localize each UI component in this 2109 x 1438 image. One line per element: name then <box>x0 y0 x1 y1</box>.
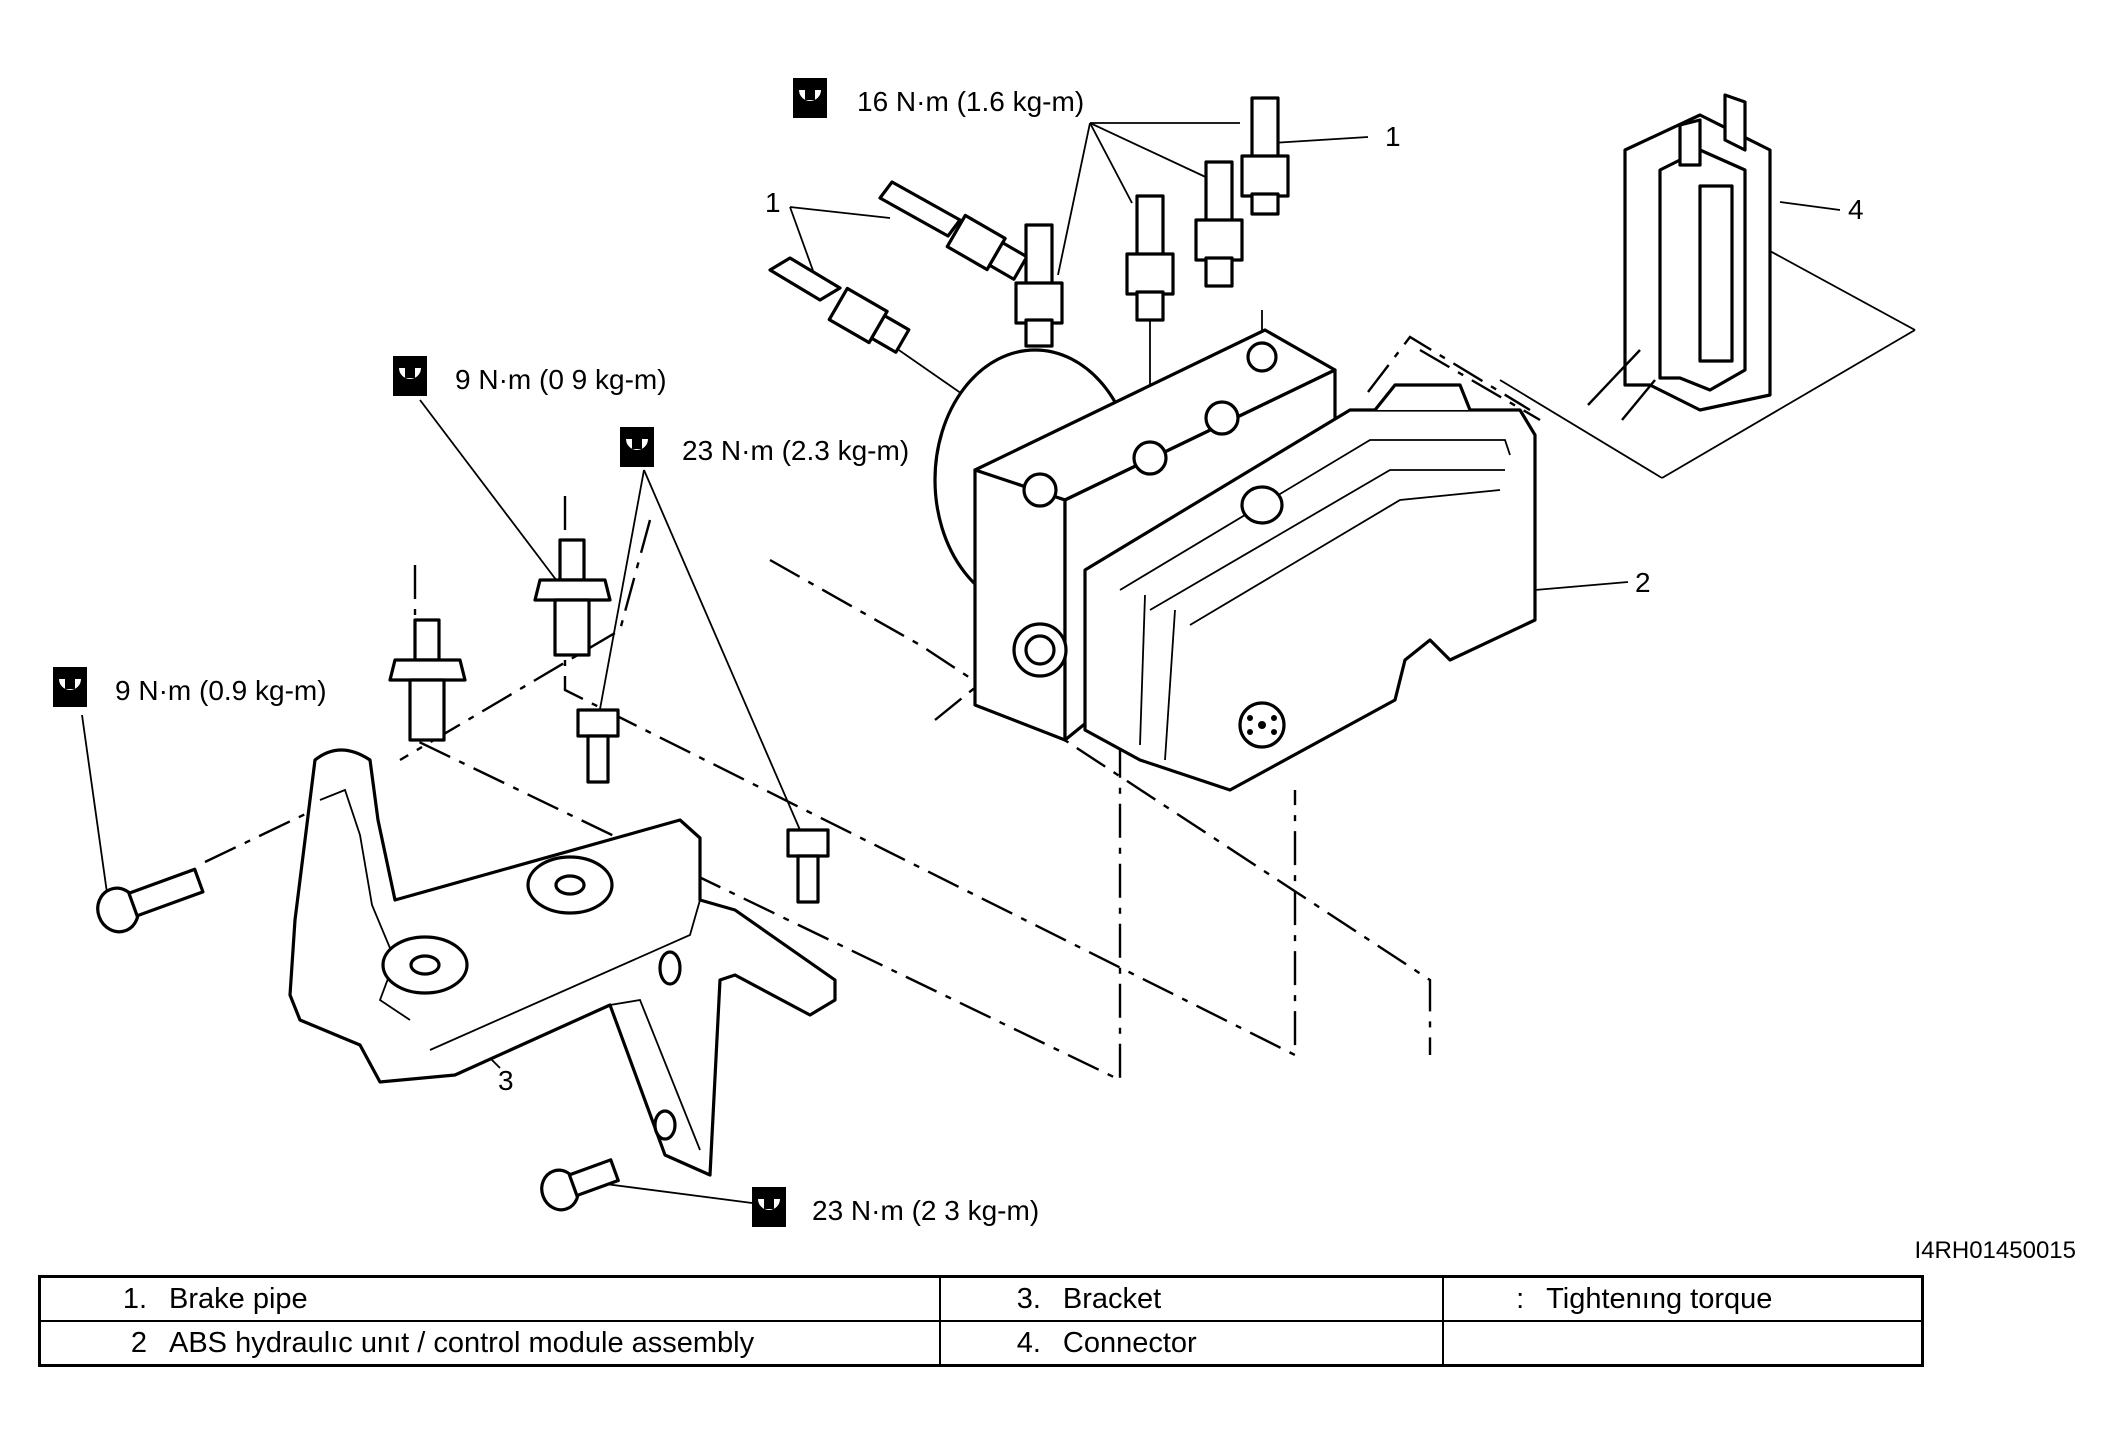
legend-cell: 4. Connector <box>938 1320 1445 1367</box>
legend-number: 1. <box>122 1282 147 1315</box>
torque-value: 23 N·m (2.3 kg-m) <box>682 435 909 466</box>
legend-label: Tightenıng torque <box>1546 1282 1773 1315</box>
torque-wrench-icon <box>393 356 427 396</box>
torque-callout-bolt-left: 9 N·m (0.9 kg-m) <box>53 667 327 707</box>
torque-wrench-icon <box>752 1187 786 1227</box>
legend-cell: 2 ABS hydraulıc unıt / control module ass… <box>38 1320 941 1367</box>
torque-value: 23 N·m (2 3 kg-m) <box>812 1195 1039 1226</box>
torque-wrench-icon <box>620 427 654 467</box>
torque-callout-bolt-upper: 23 N·m (2.3 kg-m) <box>620 427 909 467</box>
abs-unit <box>933 328 1537 792</box>
torque-value: 9 N·m (0.9 kg-m) <box>115 675 327 706</box>
torque-value: 9 N·m (0 9 kg-m) <box>455 364 667 395</box>
callout-abs-unit: 2 <box>1635 567 1651 598</box>
leader-lines <box>81 122 1916 1204</box>
legend-label: Brake pipe <box>169 1282 308 1315</box>
legend-number: 3. <box>1016 1282 1041 1315</box>
legend-number: : <box>1516 1282 1525 1315</box>
legend-row: 1. Brake pipe 3. Bracket : Tightenıng torqu… <box>38 1275 1924 1322</box>
legend-row: 2 ABS hydraulıc unıt / control module ass… <box>38 1320 1924 1367</box>
torque-value: 16 N·m (1.6 kg-m) <box>857 86 1084 117</box>
connector <box>1587 93 1772 421</box>
legend-label: Connector <box>1062 1326 1197 1359</box>
legend-label: Bracket <box>1062 1282 1162 1315</box>
torque-callout-bolt-lower: 23 N·m (2 3 kg-m) <box>752 1187 1039 1227</box>
brake-pipes <box>768 96 1290 354</box>
legend-cell: 3. Bracket <box>938 1275 1445 1322</box>
torque-wrench-icon <box>53 667 87 707</box>
legend-cell: 1. Brake pipe <box>38 1275 941 1322</box>
legend-table: 1. Brake pipe 3. Bracket : Tightenıng torqu… <box>38 1275 1924 1367</box>
legend-cell <box>1442 1320 1924 1367</box>
legend-label: ABS hydraulıc unıt / control module asse… <box>169 1326 755 1359</box>
callout-bracket: 3 <box>498 1065 514 1096</box>
legend-number: 4. <box>1016 1326 1041 1359</box>
torque-callout-pipes: 16 N·m (1.6 kg-m) <box>793 78 1084 118</box>
bracket <box>288 748 837 1177</box>
legend-cell: : Tightenıng torque <box>1442 1275 1924 1322</box>
torque-callout-stud-upper: 9 N·m (0 9 kg-m) <box>393 356 667 396</box>
torque-wrench-icon <box>793 78 827 118</box>
callout-brake-pipe: 1 <box>765 187 781 218</box>
figure-id: I4RH01450015 <box>1915 1237 2076 1264</box>
callout-connector: 4 <box>1848 194 1864 225</box>
fasteners <box>96 538 830 1212</box>
callout-brake-pipe: 1 <box>1385 121 1401 152</box>
legend-number: 2 <box>130 1326 147 1359</box>
